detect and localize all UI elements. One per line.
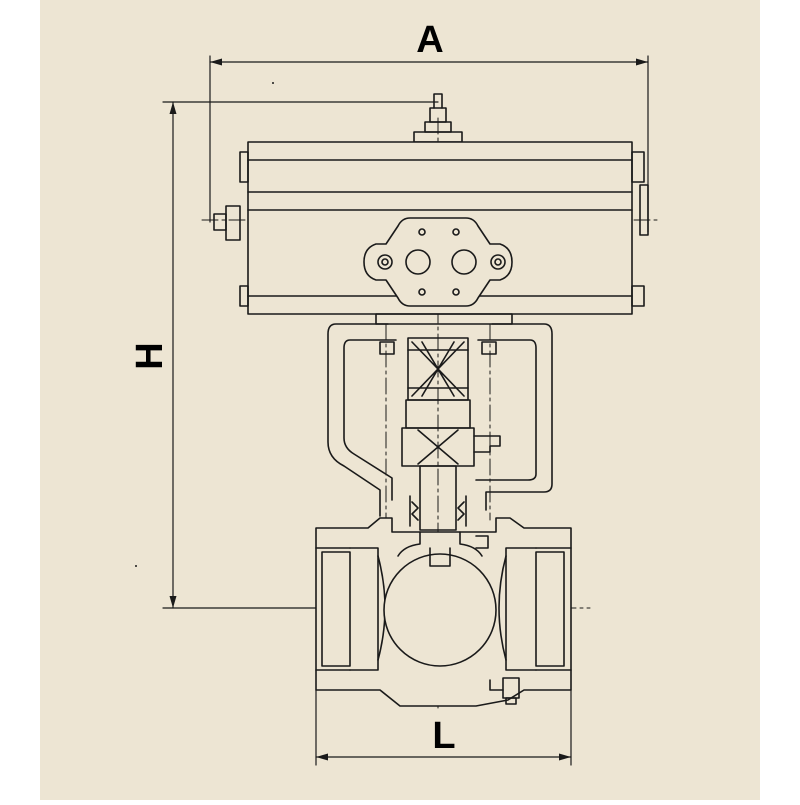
mounting-bracket	[327, 313, 553, 517]
dimension-l	[315, 689, 572, 766]
ball-valve-body	[315, 517, 572, 707]
dimension-label-a: A	[416, 19, 443, 61]
dimension-label-h: H	[129, 342, 171, 369]
namur-mounting-plate	[363, 217, 513, 307]
coupling-stem	[401, 337, 501, 531]
speck-mark	[272, 82, 274, 84]
dimension-label-l: L	[432, 715, 455, 757]
speck-mark	[135, 565, 137, 567]
